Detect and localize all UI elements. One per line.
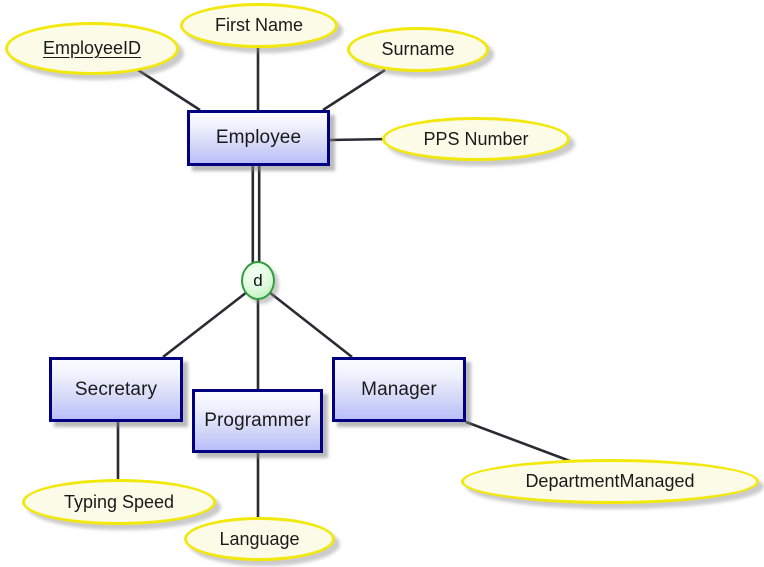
entity-label-programmer: Programmer: [204, 410, 311, 431]
attribute-language[interactable]: Language: [184, 517, 335, 561]
edge-specialization-manager: [268, 290, 353, 359]
attribute-employeeid[interactable]: EmployeeID: [5, 22, 179, 75]
attribute-label-surname: Surname: [381, 39, 455, 59]
attribute-label-first-name: First Name: [214, 15, 303, 35]
disjoint-specialization-label: d: [253, 270, 263, 290]
entity-employee[interactable]: Employee: [187, 110, 330, 166]
attribute-label-typing-speed: Typing Speed: [63, 491, 175, 512]
entity-manager[interactable]: Manager: [332, 357, 466, 422]
entity-programmer[interactable]: Programmer: [192, 389, 323, 453]
entity-label-employee: Employee: [215, 127, 302, 148]
attribute-typing-speed[interactable]: Typing Speed: [22, 479, 216, 525]
disjoint-specialization-circle[interactable]: d: [241, 261, 275, 300]
edge-employee-surname: [322, 68, 386, 112]
entity-label-secretary: Secretary: [74, 378, 158, 400]
entity-label-manager: Manager: [361, 378, 437, 400]
edge-employee-employeeid: [137, 68, 201, 112]
edge-specialization-secretary: [162, 290, 248, 359]
attribute-first-name[interactable]: First Name: [180, 3, 338, 48]
attribute-label-language: Language: [219, 528, 300, 549]
edge-employee-ppsnumber: [329, 137, 390, 142]
attribute-pps-number[interactable]: PPS Number: [382, 117, 570, 161]
entity-secretary[interactable]: Secretary: [49, 357, 183, 422]
attribute-label-pps-number: PPS Number: [423, 128, 529, 149]
attribute-surname[interactable]: Surname: [347, 27, 489, 72]
attribute-department-managed[interactable]: DepartmentManaged: [461, 459, 759, 504]
attribute-label-employeeid: EmployeeID: [42, 38, 142, 58]
edge-manager-departmentmanaged: [465, 420, 579, 466]
attribute-label-department-managed: DepartmentManaged: [525, 471, 695, 491]
